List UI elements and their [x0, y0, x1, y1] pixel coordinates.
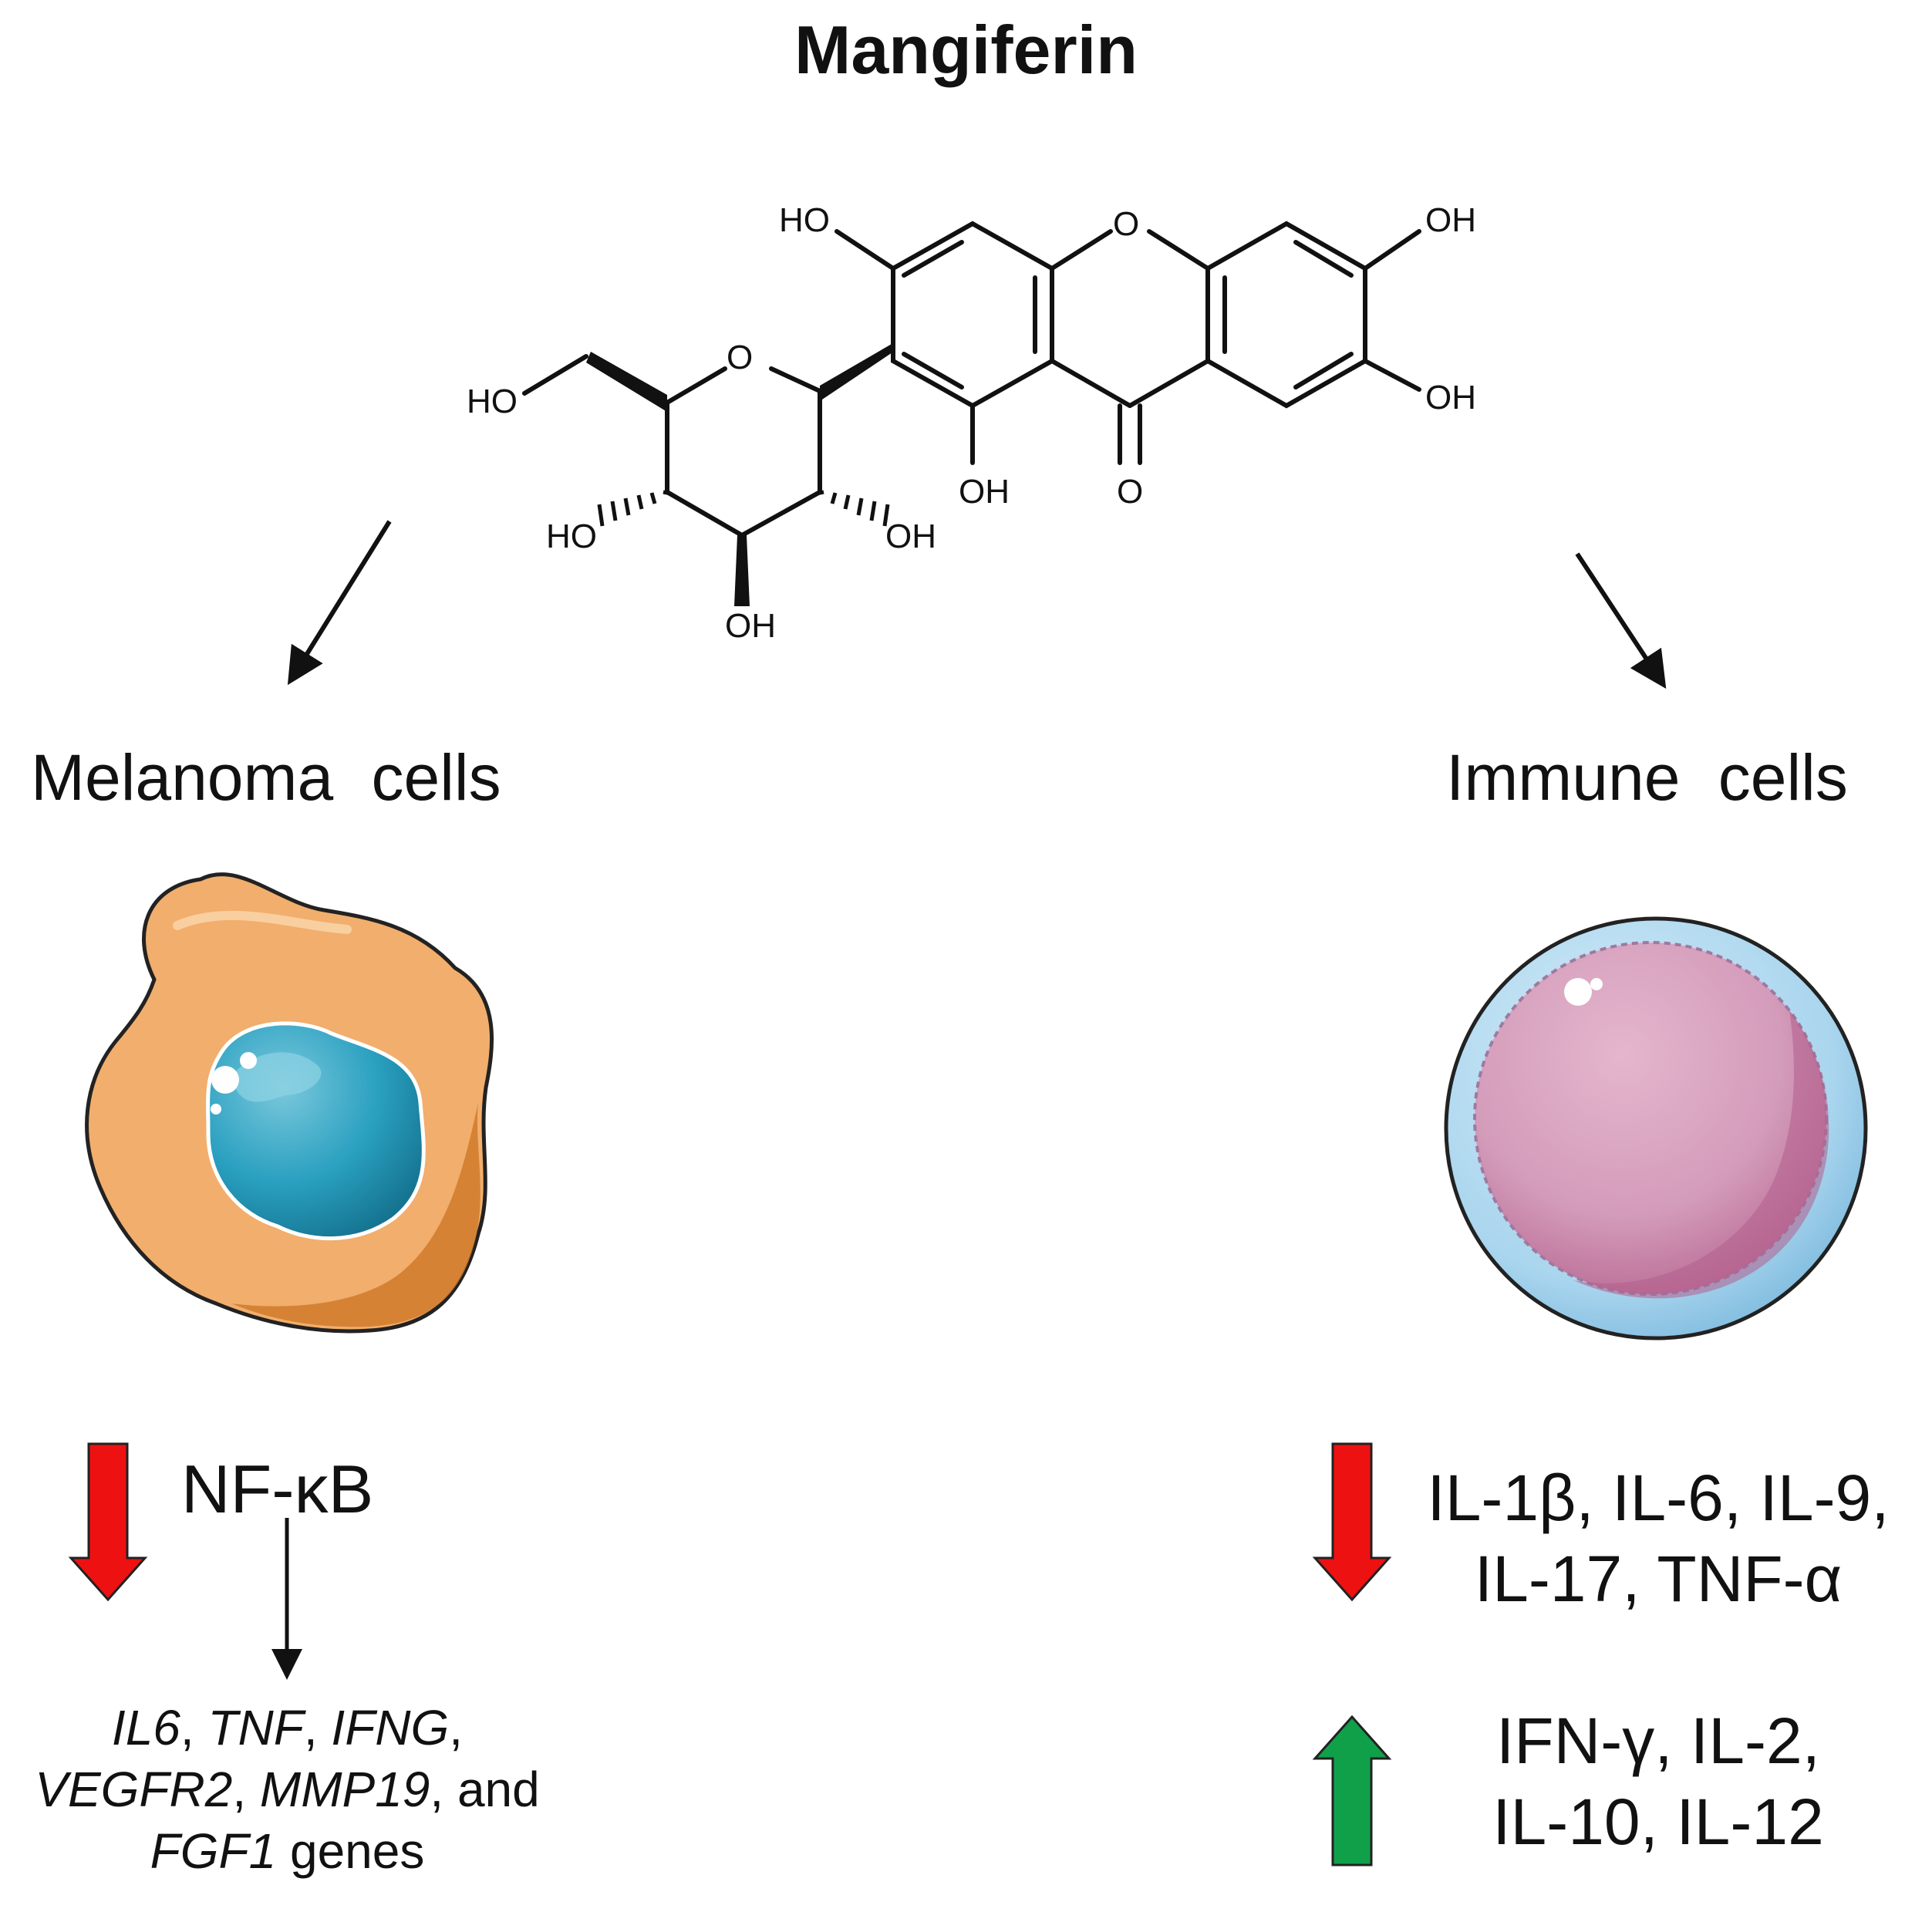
target-genes-text: IL6, TNF, IFNG, VEGFR2, MMP19, and FGF1 … — [35, 1700, 540, 1879]
nfkb-label: NF-κB — [181, 1451, 374, 1527]
immune-cell-illustration — [1444, 916, 1868, 1340]
atom-label: HO — [467, 383, 518, 420]
arrow-to-immune — [1575, 552, 1667, 690]
atom-label: OH — [1425, 379, 1476, 416]
stereo-wedges — [586, 344, 895, 606]
atom-label: O — [1113, 205, 1139, 243]
increased-line: IFN-γ, IL-2, — [1495, 1705, 1821, 1777]
atom-label: HO — [546, 518, 597, 555]
decreased-line: IL-1β, IL-6, IL-9, — [1427, 1462, 1890, 1534]
decreased-line: IL-17, TNF-α — [1474, 1543, 1843, 1615]
arrow-to-melanoma — [287, 520, 392, 686]
melanoma-cell-illustration — [85, 872, 494, 1334]
atom-label: OH — [959, 473, 1010, 511]
melanoma-heading: Melanoma cells — [31, 741, 501, 814]
atom-label: OH — [725, 607, 776, 645]
atom-labels: HO O OH OH O OH O HO HO OH OH — [467, 201, 1476, 645]
mangiferin-structure — [522, 221, 1421, 538]
increased-line: IL-10, IL-12 — [1492, 1786, 1824, 1858]
stereo-hashes — [597, 490, 890, 527]
increased-cytokines: IFN-γ, IL-2, IL-10, IL-12 — [1388, 1701, 1928, 1863]
immune-heading: Immune cells — [1446, 741, 1848, 814]
atom-label: O — [1117, 473, 1143, 511]
gene-il6: IL6 — [111, 1700, 180, 1755]
genes-suffix: genes — [289, 1823, 425, 1879]
gene-ifng: IFNG — [331, 1700, 450, 1755]
gene-mmp19: MMP19 — [259, 1762, 430, 1817]
gene-vegfr2: VEGFR2 — [35, 1762, 233, 1817]
nfkb-down-arrow — [68, 1442, 148, 1602]
atom-label: OH — [885, 518, 936, 555]
atom-label: O — [727, 339, 753, 376]
page-title: Mangiferin — [794, 12, 1138, 88]
immune-up-arrow — [1312, 1715, 1392, 1866]
gene-fgf1: FGF1 — [150, 1823, 277, 1879]
decreased-cytokines: IL-1β, IL-6, IL-9, IL-17, TNF-α — [1388, 1458, 1928, 1620]
atom-label: HO — [779, 201, 830, 239]
gene-tnf: TNF — [207, 1700, 304, 1755]
atom-label: OH — [1425, 201, 1476, 239]
genes-conjunction: and — [457, 1762, 540, 1817]
immune-down-arrow — [1312, 1442, 1392, 1602]
